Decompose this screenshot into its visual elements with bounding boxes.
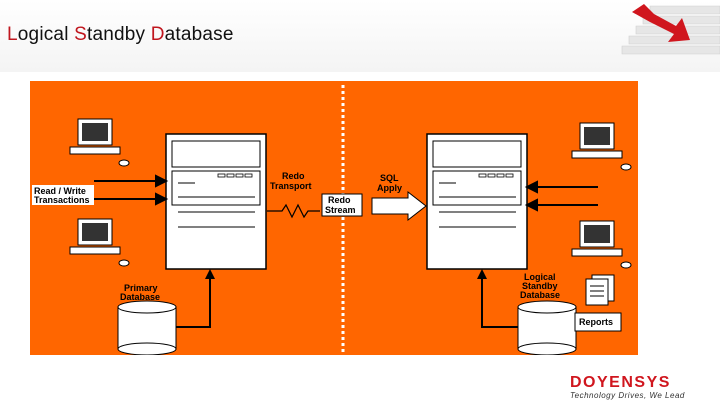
primary-database-cylinder-icon — [117, 300, 177, 355]
client-computer-icon — [69, 118, 130, 167]
standby-database-cylinder-icon — [517, 300, 577, 355]
primary-database-label: Database — [120, 292, 160, 302]
page-title: Logical Standby Database — [7, 24, 234, 46]
sql-label: SQL — [380, 173, 399, 183]
read-write-label: Read / Write — [34, 186, 86, 196]
reports-label: Reports — [579, 317, 613, 327]
client-computer-icon — [69, 218, 130, 267]
client-computer-icon — [571, 220, 632, 269]
logical-standby-diagram: Read / Write Transactions Redo Transport… — [30, 81, 638, 355]
reporting-query-arrows — [524, 180, 598, 212]
title-initial-l: L — [7, 24, 18, 45]
apply-label: Apply — [377, 183, 402, 193]
brand-tagline: Technology Drives, We Lead — [570, 391, 685, 400]
corner-arrow-graphic — [621, 4, 720, 55]
title-initial-d: D — [150, 24, 165, 45]
title-word-database: atabase — [164, 24, 234, 45]
standby-label: Standby — [522, 281, 558, 291]
title-word-logical: ogical — [17, 24, 75, 45]
doyensys-logo: DOYENSYS Technology Drives, We Lead — [566, 374, 716, 402]
client-computer-icon — [571, 122, 632, 171]
standby-server — [426, 133, 528, 270]
redo-label: Redo — [282, 171, 305, 181]
redo-transport-wave — [267, 203, 320, 219]
logical-label: Logical — [524, 272, 556, 282]
transactions-label: Transactions — [34, 195, 90, 205]
transport-label: Transport — [270, 181, 312, 191]
title-initial-s: S — [74, 24, 87, 45]
redo-stream-box — [321, 193, 363, 217]
brand-name: DOYENSYS — [570, 374, 671, 391]
standby-database-label: Database — [520, 290, 560, 300]
stream-label: Stream — [325, 205, 356, 215]
primary-server — [165, 133, 267, 270]
read-write-arrows — [94, 174, 169, 206]
red-arrow-icon — [632, 4, 690, 42]
read-write-label-box — [32, 185, 94, 205]
primary-label: Primary — [124, 283, 158, 293]
slide-header: Logical Standby Database — [0, 0, 720, 72]
title-word-standby: tandby — [86, 24, 151, 45]
report-documents-icon — [585, 274, 615, 306]
reports-box — [574, 312, 622, 332]
redo-stream-label: Redo — [328, 195, 351, 205]
sql-apply-arrow-icon — [371, 190, 427, 222]
